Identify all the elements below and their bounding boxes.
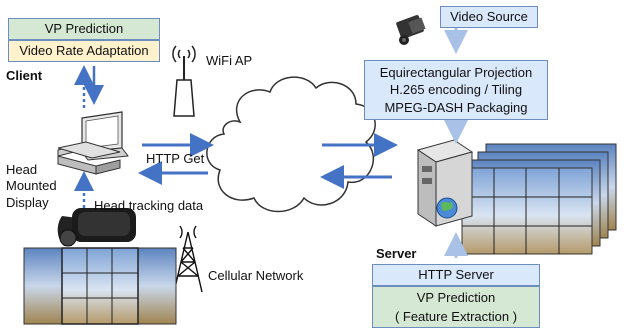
desktop-computer-icon [57,111,129,175]
rate-adaptation-label: Video Rate Adaptation [19,43,149,59]
http-server-box: HTTP Server [372,264,540,286]
server-vp-prediction-box: VP Prediction ( Feature Extraction ) [372,286,540,328]
projection-box: Equirectangular Projection H.265 encodin… [364,60,548,120]
client-vp-prediction-label: VP Prediction [44,21,124,37]
wifi-label: WiFi AP [206,53,253,68]
http-server-label: HTTP Server [418,267,494,283]
cell-tower-icon [173,225,203,293]
feature-extraction-label: ( Feature Extraction ) [394,308,518,324]
vr-headset-icon [57,208,136,247]
encoding-label: H.265 encoding / Tiling [389,82,523,98]
server-vp-prediction-label: VP Prediction [416,289,496,305]
server-title: Server [376,246,417,261]
cellular-label: Cellular Network [208,268,304,283]
client-vp-prediction-box: VP Prediction [8,18,160,40]
client-panorama [23,247,177,325]
video-source-label: Video Source [450,9,528,25]
video-source-box: Video Source [440,6,538,28]
rate-adaptation-box: Video Rate Adaptation [8,40,160,62]
http-get-label: HTTP Get [146,151,205,166]
wifi-router-icon [172,45,196,117]
head-tracking-label: Head tracking data [94,198,204,213]
hmd-label: Head Mounted Display [6,162,57,210]
panorama-frames [461,143,617,255]
globe-icon [436,197,458,219]
packaging-label: MPEG-DASH Packaging [384,99,528,115]
client-title: Client [6,68,43,83]
video-camera-icon [396,15,426,45]
projection-label: Equirectangular Projection [379,64,533,80]
